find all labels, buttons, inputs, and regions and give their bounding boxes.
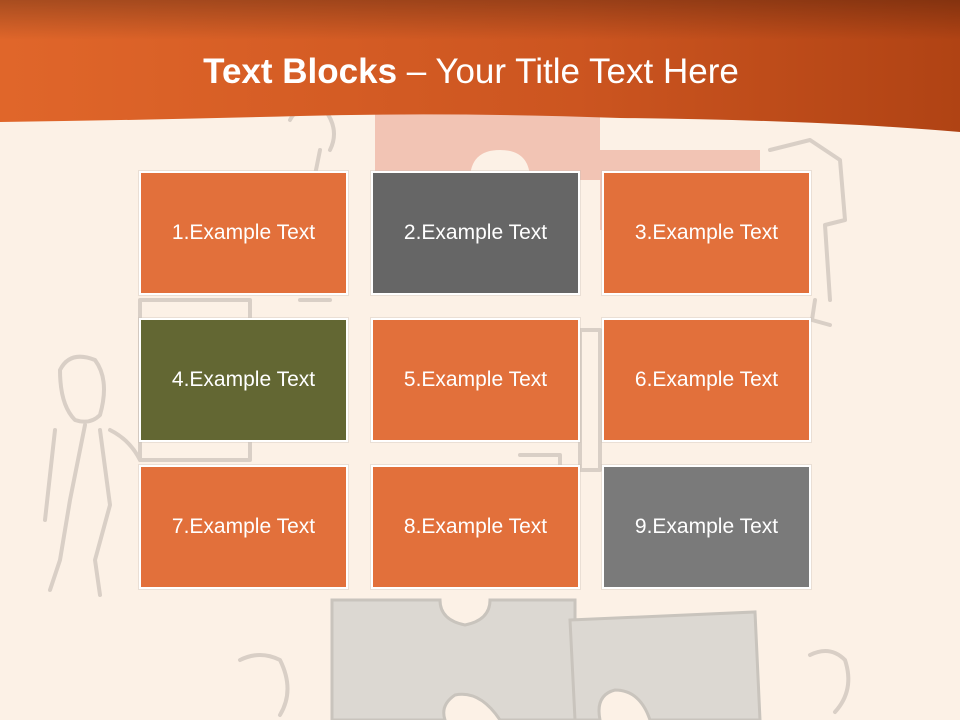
text-block-label: 7.Example Text: [171, 515, 316, 538]
title-rest: – Your Title Text Here: [397, 52, 739, 91]
text-block-8[interactable]: 8.Example Text: [371, 465, 580, 589]
title-bold: Text Blocks: [203, 52, 398, 91]
text-block-label: 1.Example Text: [171, 221, 316, 244]
slide-title: Text Blocks – Your Title Text Here: [0, 52, 942, 92]
text-block-2[interactable]: 2.Example Text: [371, 171, 580, 295]
bottom-puzzle-pieces: [330, 598, 762, 720]
text-block-9[interactable]: 9.Example Text: [602, 465, 811, 589]
text-block-label: 9.Example Text: [634, 515, 779, 538]
text-block-label: 5.Example Text: [403, 368, 548, 391]
text-block-7[interactable]: 7.Example Text: [139, 465, 348, 589]
text-block-1[interactable]: 1.Example Text: [139, 171, 348, 295]
text-block-4[interactable]: 4.Example Text: [139, 318, 348, 442]
text-block-label: 3.Example Text: [634, 221, 779, 244]
text-block-3[interactable]: 3.Example Text: [602, 171, 811, 295]
text-block-label: 4.Example Text: [171, 368, 316, 391]
text-block-6[interactable]: 6.Example Text: [602, 318, 811, 442]
text-block-5[interactable]: 5.Example Text: [371, 318, 580, 442]
text-block-label: 6.Example Text: [634, 368, 779, 391]
text-block-label: 8.Example Text: [403, 515, 548, 538]
text-block-grid: 1.Example Text 2.Example Text 3.Example …: [139, 171, 815, 593]
text-block-label: 2.Example Text: [403, 221, 548, 244]
